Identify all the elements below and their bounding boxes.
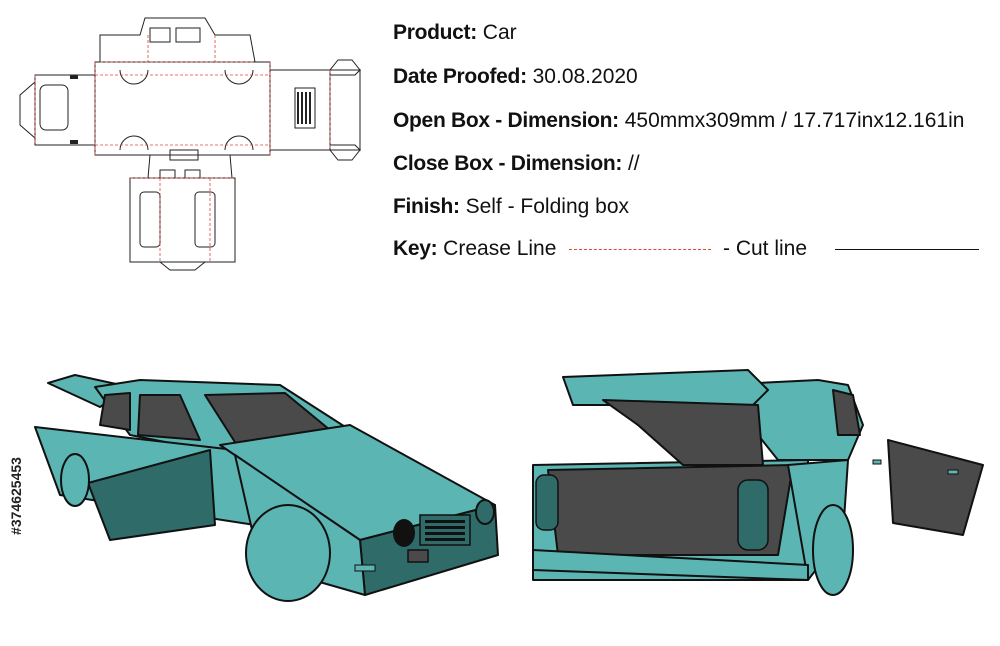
spec-open-box-value: 450mmx309mm / 17.717inx12.161in bbox=[624, 109, 965, 132]
crease-line-sample bbox=[569, 249, 711, 250]
spec-product: Product: Car bbox=[393, 18, 517, 48]
spec-finish-value: Self - Folding box bbox=[465, 195, 629, 218]
car-render-rear bbox=[532, 369, 984, 596]
spec-close-box-value: // bbox=[627, 152, 640, 175]
key-cut-text: - Cut line bbox=[723, 237, 808, 260]
stock-id-text: #374625453 bbox=[8, 456, 24, 535]
spec-close-box-label: Close Box - Dimension: bbox=[393, 152, 623, 175]
cut-line-sample bbox=[835, 249, 979, 250]
stock-id: #374625453 bbox=[5, 408, 27, 583]
spec-finish: Finish: Self - Folding box bbox=[393, 192, 629, 222]
dieline-template bbox=[19, 17, 362, 271]
spec-close-box: Close Box - Dimension: // bbox=[393, 149, 640, 179]
spec-date-proofed: Date Proofed: 30.08.2020 bbox=[393, 62, 638, 92]
spec-key: Key: Crease Line bbox=[393, 234, 993, 264]
key-crease-text: Crease Line bbox=[443, 237, 557, 260]
key-cut: - Cut line bbox=[723, 234, 807, 264]
spec-product-value: Car bbox=[482, 21, 517, 44]
spec-open-box-label: Open Box - Dimension: bbox=[393, 109, 619, 132]
car-render-front bbox=[34, 374, 499, 602]
spec-date-proofed-value: 30.08.2020 bbox=[532, 65, 638, 88]
spec-open-box: Open Box - Dimension: 450mmx309mm / 17.7… bbox=[393, 106, 964, 136]
spec-date-proofed-label: Date Proofed: bbox=[393, 65, 527, 88]
spec-finish-label: Finish: bbox=[393, 195, 460, 218]
spec-product-label: Product: bbox=[393, 21, 477, 44]
spec-key-label: Key: bbox=[393, 237, 438, 260]
